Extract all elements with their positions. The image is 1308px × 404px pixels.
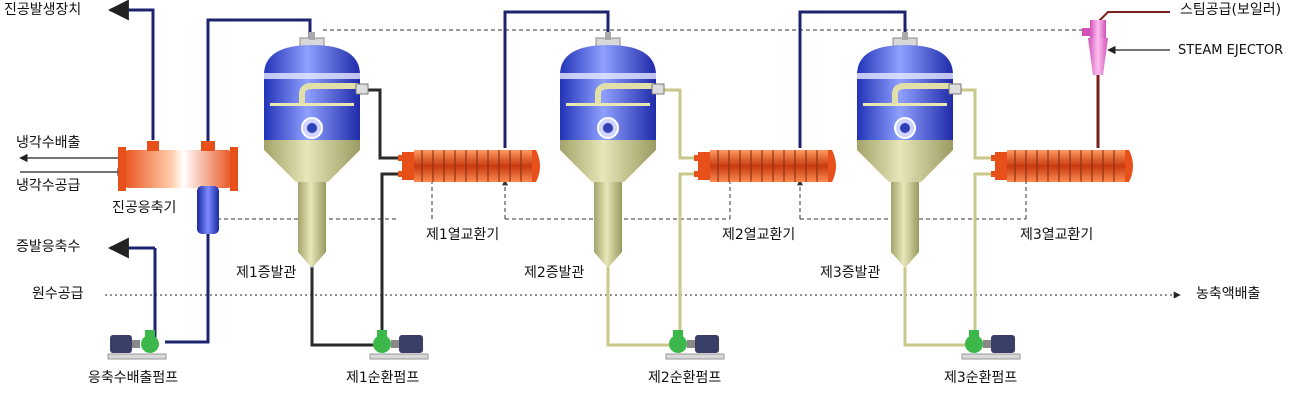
condensate-pump-label: 응축수배출펌프 [88,370,179,386]
condenser-column [197,186,219,234]
circulation-pump-2 [665,330,725,360]
steam-ejector-label: STEAM EJECTOR [1178,43,1284,58]
heat-exchanger-3 [991,150,1133,182]
heat-exchanger-3-label: 제3열교환기 [1020,227,1094,243]
cooling-water-out-label: 냉각수배출 [16,135,81,151]
evaporator-3 [857,32,962,268]
steam-supply-label: 스팀공급(보일러) [1180,2,1282,18]
concentrate-out-label: 농축액배출 [1196,286,1261,302]
recirculation-pipes [310,88,995,347]
evaporator-1 [264,32,369,268]
condensate-pump [107,330,167,360]
steam-supply-line [1097,11,1170,23]
vacuum-generator-label: 진공발생장치 [4,2,82,18]
raw-water-label: 원수공급 [32,286,84,302]
cooling-water-in-label: 냉각수공급 [16,178,81,194]
circulation-pump-1-label: 제1순환펌프 [346,370,420,386]
condensate-to-pump [165,232,210,344]
vapor-pipe-3 [798,10,907,148]
heat-exchanger-1-label: 제1열교환기 [426,227,500,243]
evaporator-1-label: 제1증발관 [236,265,297,281]
circulation-pump-3 [961,330,1021,360]
heat-exchanger-1 [398,150,540,182]
circulation-pump-3-label: 제3순환펌프 [944,370,1018,386]
evaporator-3-label: 제3증발관 [820,265,881,281]
vapor-pipe-2 [503,10,610,148]
evaporator-2-label: 제2증발관 [524,265,585,281]
circulation-pump-1 [369,330,429,360]
steam-ejector [1082,20,1108,75]
vacuum-line [107,0,155,140]
evaporator-2 [560,32,665,268]
vacuum-condenser [118,141,238,191]
heat-exchanger-2-label: 제2열교환기 [722,227,796,243]
evaporated-condensate-label: 증발응축수 [16,239,81,255]
vacuum-condenser-label: 진공응축기 [112,200,177,216]
heat-exchanger-2 [694,150,836,182]
circulation-pump-2-label: 제2순환펌프 [648,370,722,386]
